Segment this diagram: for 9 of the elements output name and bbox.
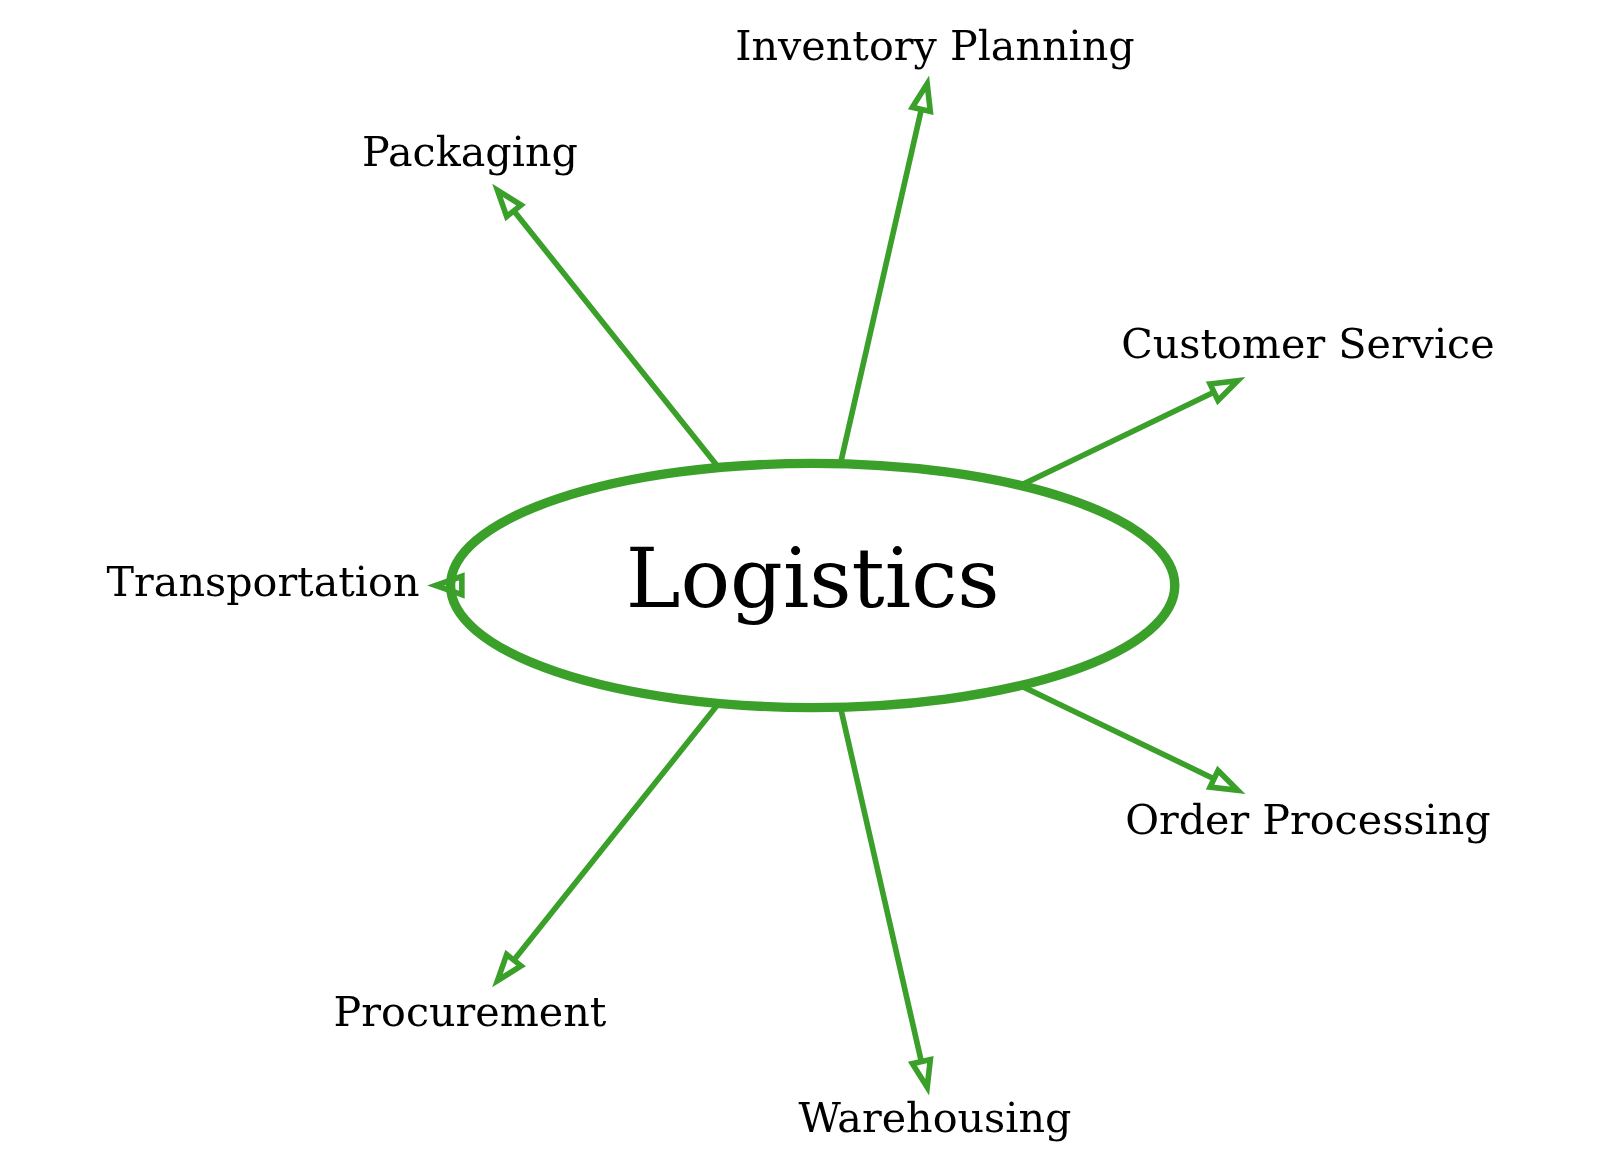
node-text: Order Processing xyxy=(1125,796,1491,845)
node-text: Customer Service xyxy=(1121,319,1495,368)
node-text: Transportation xyxy=(106,558,420,606)
node-text: Inventory Planning xyxy=(735,22,1135,71)
node-ellipse: Logistics xyxy=(445,458,1180,713)
arrow xyxy=(427,572,465,599)
node-text: Packaging xyxy=(362,128,578,177)
node-text: Procurement xyxy=(333,987,607,1036)
node-text: Warehousing xyxy=(798,1093,1072,1142)
